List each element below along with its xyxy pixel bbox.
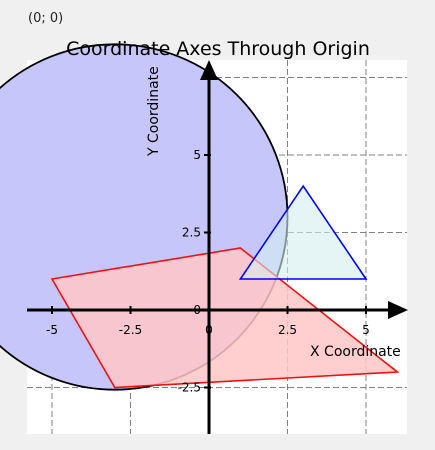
x-axis-label: X Coordinate — [310, 344, 401, 360]
y-axis-label: Y Coordinate — [146, 66, 162, 157]
label-layer: -5 -2.5 0 2.5 5 -2.5 0 2.5 5 — [46, 148, 370, 395]
x-tick-label: 5 — [362, 323, 370, 337]
x-tick-label: -2.5 — [119, 323, 142, 337]
axis-layer — [27, 60, 408, 434]
triangle-shape — [238, 184, 368, 280]
chart-title: Coordinate Axes Through Origin — [66, 38, 370, 60]
y-axis-arrow — [200, 60, 218, 80]
y-tick-label: -2.5 — [178, 381, 201, 395]
x-tick-label: -5 — [46, 323, 58, 337]
y-tick-label: 0 — [193, 303, 201, 317]
coordinate-readout: (0; 0) — [28, 11, 64, 26]
x-axis-arrow — [388, 301, 408, 319]
x-tick-label: 2.5 — [278, 323, 297, 337]
x-tick-label: 0 — [205, 323, 213, 337]
quadrilateral-shape — [50, 247, 400, 389]
y-tick-label: 5 — [193, 148, 201, 162]
shape-layer — [0, 43, 400, 391]
y-tick-label: 2.5 — [182, 226, 201, 240]
